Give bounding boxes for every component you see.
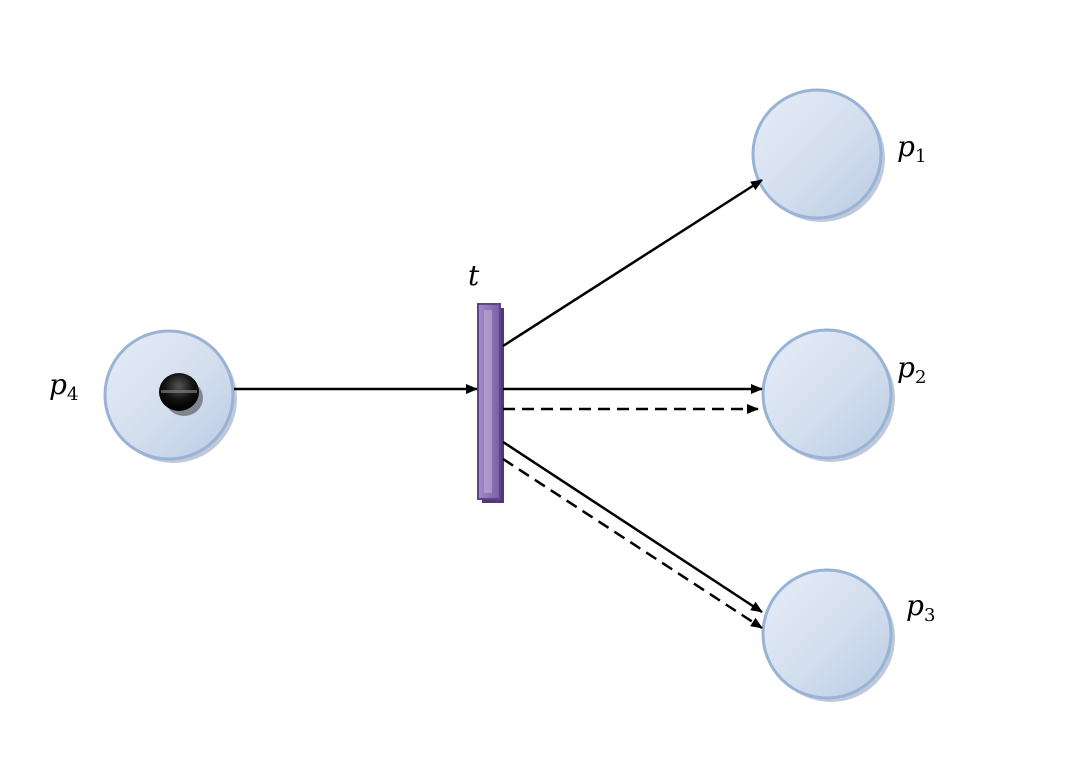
place-label-p2-letter: p	[897, 351, 915, 384]
place-label-p3-index: 3	[923, 605, 936, 626]
arc-t-p3-dashed	[502, 457, 763, 630]
place-label-p2: p2	[897, 354, 926, 387]
place-label-p4-index: 4	[66, 384, 79, 405]
place-label-p1-letter: p	[897, 130, 915, 163]
arc-t-p1	[502, 178, 763, 348]
place-label-p1-index: 1	[914, 146, 927, 167]
arc-t-p3-solid	[502, 440, 763, 614]
place-p3	[761, 568, 895, 702]
transition-label-t: t	[468, 259, 480, 292]
place-p2	[761, 328, 895, 462]
place-label-p3: p3	[906, 592, 935, 625]
place-p1	[751, 88, 885, 222]
place-label-p4: p4	[49, 371, 78, 404]
place-label-p4-letter: p	[49, 368, 67, 401]
place-label-p2-index: 2	[914, 367, 927, 388]
place-label-p1: p1	[897, 133, 926, 166]
transition-t	[477, 303, 504, 503]
place-label-p3-letter: p	[906, 589, 924, 622]
token	[159, 373, 203, 416]
